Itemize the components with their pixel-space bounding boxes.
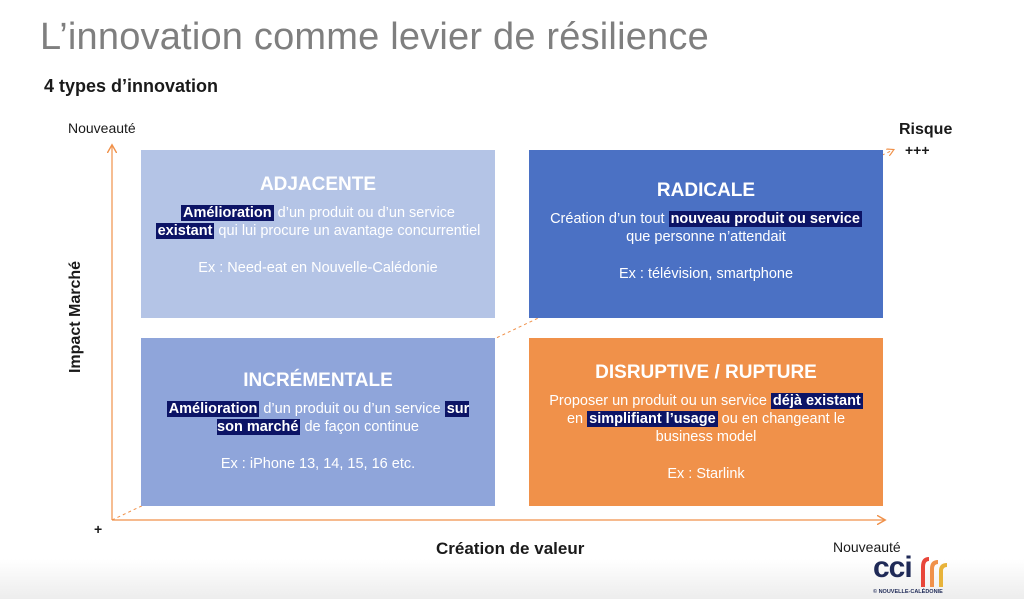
slide-subtitle: 4 types d’innovation — [44, 76, 219, 96]
description-text: Proposer un produit ou un service — [549, 393, 771, 409]
highlight-text: existant — [155, 223, 215, 239]
description-text: en — [566, 411, 588, 427]
risk-level-label: +++ — [905, 142, 930, 158]
logo-wordmark: cci — [873, 551, 913, 584]
x-axis-end-label: Nouveauté — [833, 539, 901, 555]
description-text: de façon continue — [300, 419, 419, 435]
description-text: Création d’un tout — [550, 211, 669, 227]
highlight-text: simplifiant l’usage — [587, 411, 718, 427]
highlight-text: Amélioration — [181, 205, 274, 221]
quadrant-title: RADICALE — [656, 180, 756, 201]
quadrant-example: Ex : iPhone 13, 14, 15, 16 etc. — [220, 456, 416, 472]
quadrant-description: Amélioration d’un produit ou d’un servic… — [155, 204, 481, 240]
quadrant-description: Proposer un produit ou un service déjà e… — [543, 392, 869, 446]
quadrant-radicale: RADICALE Création d’un tout nouveau prod… — [529, 150, 883, 318]
origin-label: + — [94, 521, 103, 537]
quadrant-title: DISRUPTIVE / RUPTURE — [595, 362, 817, 383]
description-text: d’un produit ou d’un service — [259, 401, 445, 417]
quadrant-title: INCRÉMENTALE — [243, 370, 393, 391]
y-axis-top-label: Nouveauté — [68, 120, 136, 136]
quadrant-example: Ex : télévision, smartphone — [618, 266, 794, 282]
description-text: qui lui procure un avantage concurrentie… — [214, 223, 481, 239]
cci-logo-icon — [921, 557, 948, 587]
quadrant-title: ADJACENTE — [259, 174, 377, 195]
quadrant-adjacente: ADJACENTE Amélioration d’un produit ou d… — [141, 150, 495, 318]
y-axis-label: Impact Marché — [67, 260, 84, 374]
description-text: que personne n’attendait — [626, 229, 786, 245]
description-text: ou en changeant le business model — [655, 411, 846, 445]
quadrant-example: Ex : Starlink — [667, 466, 745, 482]
highlight-text: déjà existant — [770, 393, 863, 409]
x-axis-label: Création de valeur — [436, 539, 585, 558]
description-text: d’un produit ou d’un service — [273, 205, 455, 221]
highlight-text: Amélioration — [166, 401, 260, 417]
cci-logo: cci © NOUVELLE-CALÉDONIE — [873, 551, 959, 599]
quadrant-example: Ex : Need-eat en Nouvelle-Calédonie — [198, 260, 438, 276]
risk-label: Risque — [899, 121, 953, 138]
quadrant-description: Création d’un tout nouveau produit ou se… — [543, 210, 869, 246]
bottom-gradient — [0, 559, 1024, 599]
quadrant-incrementale: INCRÉMENTALE Amélioration d’un produit o… — [141, 338, 495, 506]
highlight-text: nouveau produit ou service — [668, 211, 862, 227]
slide-title: L’innovation comme levier de résilience — [40, 16, 709, 58]
quadrant-description: Amélioration d’un produit ou d’un servic… — [155, 400, 481, 436]
logo-subtitle: © NOUVELLE-CALÉDONIE — [873, 589, 943, 595]
quadrant-disruptive: DISRUPTIVE / RUPTURE Proposer un produit… — [529, 338, 883, 506]
